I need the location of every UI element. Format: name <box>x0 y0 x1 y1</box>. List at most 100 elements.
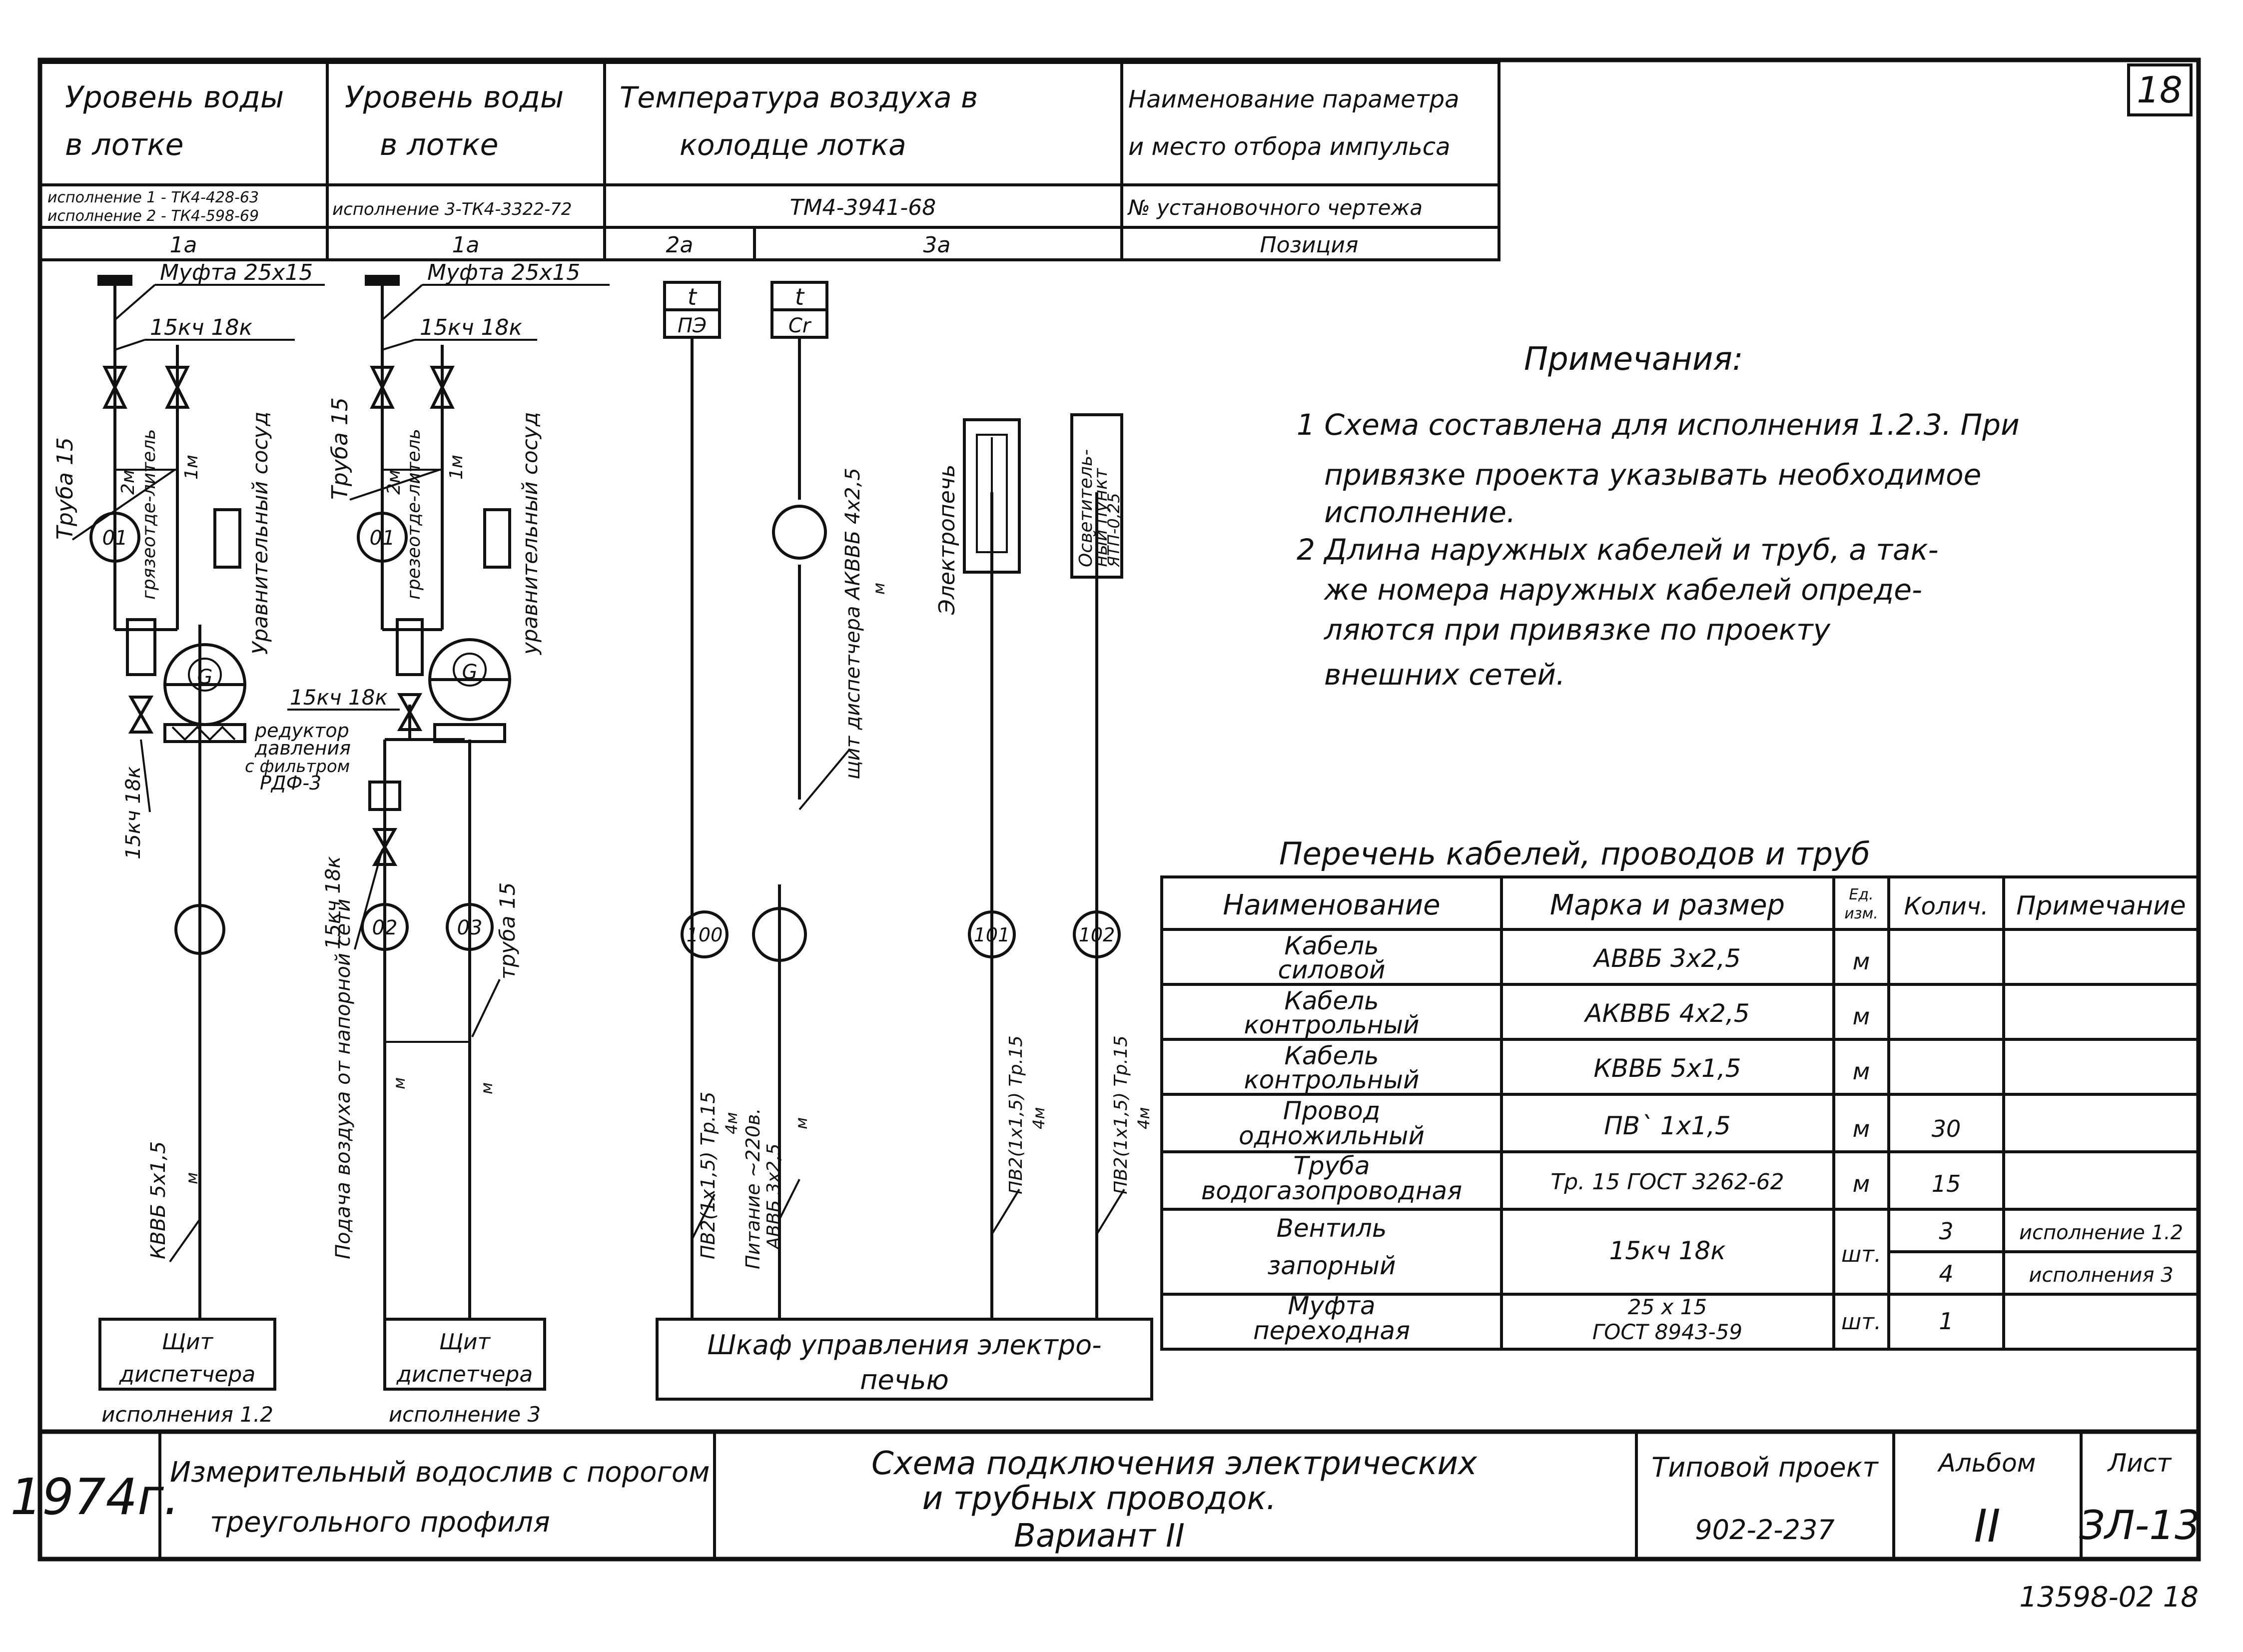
supply-label-2: АВВБ 3х2,5 <box>763 1143 784 1250</box>
header-col1-line1: Уровень воды <box>65 80 284 115</box>
header-col2-line2: в лотке <box>380 127 499 162</box>
leader-coupling2 <box>381 284 423 321</box>
pressure-reducer <box>368 781 401 811</box>
lighting-label-1: Осветитель- <box>1076 449 1096 567</box>
object-title-1: Измерительный водослив с порогом <box>170 1456 710 1489</box>
valve-row-name1: Вентиль <box>1277 1214 1387 1243</box>
sediment-trap-2 <box>396 618 424 676</box>
board2-line1: Щит <box>439 1329 491 1355</box>
instrument-02-circle <box>361 903 409 951</box>
lighting-label-3: ЯТП-0,25 <box>1104 493 1123 568</box>
gauge-base <box>163 723 246 743</box>
table-row: Труба водогазопроводная Тр. 15 ГОСТ 3262… <box>1201 1151 1961 1205</box>
leader-cable102 <box>1096 1188 1125 1235</box>
row1-name1: Кабель <box>1284 931 1379 960</box>
supply-label-1: Питание ~220в. <box>742 1108 764 1269</box>
row5-mark: Тр. 15 ГОСТ 3262-62 <box>1550 1169 1784 1195</box>
gauge-g-mark: G <box>197 666 213 689</box>
valve-symbol-1a <box>102 366 127 391</box>
pipe-unit-col2: м <box>477 1082 496 1094</box>
col-header-unit-2: изм. <box>1844 905 1878 922</box>
cr-mark: Cr <box>788 314 812 337</box>
title-block <box>40 1429 2199 1559</box>
length-1m-label-2: 1м <box>446 455 467 480</box>
note-line-7: внешних сетей. <box>1324 658 1565 692</box>
header-col3-position-a: 2а <box>666 232 694 258</box>
length-2m-label: 2м <box>118 470 138 495</box>
dispatcher-board-2 <box>383 1318 546 1391</box>
note-line-6: ляются при привязке по проекту <box>1324 613 1831 647</box>
notes-title: Примечания: <box>1524 341 1743 378</box>
valve-symbol-1b <box>102 384 127 409</box>
leader-pipe1 <box>71 469 176 541</box>
table-row: Кабель контрольный КВВБ 5х1,5 м <box>1244 1041 1870 1094</box>
table-row: Провод одножильный ПВ` 1х1,5 м 30 <box>1239 1096 1961 1150</box>
leader-cable101 <box>991 1188 1020 1235</box>
cable-kvvb-unit: м <box>182 1172 201 1184</box>
air-supply-unit: м <box>390 1077 409 1089</box>
drawing-title-3: Вариант II <box>1014 1518 1185 1555</box>
reducer-label-1: редуктор <box>254 720 349 742</box>
header-col3-drawing: ТМ4-3941-68 <box>790 195 936 220</box>
header-table <box>38 61 1500 261</box>
board1-caption: исполнения 1.2 <box>101 1402 273 1427</box>
row5-name2: водогазопроводная <box>1201 1176 1462 1205</box>
cable101-label: ПВ2(1х1,5) Тр.15 <box>1006 1035 1026 1194</box>
valve-row-mark: 15кч 18к <box>1609 1236 1725 1265</box>
valve-symbol-2e <box>397 693 423 716</box>
header-col3-line2: колодце лотка <box>680 128 906 162</box>
valve-low2-label: 15кч 18к <box>322 856 345 949</box>
valve-symbol-2g <box>372 828 398 850</box>
coupling-row-mark1: 25 х 15 <box>1628 1295 1707 1319</box>
valve-symbol-1d <box>165 384 190 409</box>
coupling-row-mark2: ГОСТ 8943-59 <box>1592 1320 1742 1344</box>
valve-symbol-2d <box>430 384 455 409</box>
cabinet-line1: Шкаф управления электро- <box>707 1329 1101 1361</box>
coupling1-label: Муфта 25х15 <box>160 260 313 285</box>
row3-mark: КВВБ 5х1,5 <box>1593 1054 1741 1083</box>
length-1m-label: 1м <box>181 455 202 480</box>
vessel1-label: Уравнительный сосуд <box>248 412 272 655</box>
valve-symbol-1c <box>165 366 190 391</box>
length-2m-label-2: 2м <box>384 470 404 495</box>
leader-cable-kvvb <box>169 1218 201 1263</box>
valve-symbol-2f <box>397 709 423 731</box>
row3-name1: Кабель <box>1284 1041 1379 1070</box>
valve-row-note1: исполнение 1.2 <box>2019 1221 2183 1244</box>
row4-name2: одножильный <box>1239 1121 1425 1150</box>
note-line-1: 1 Схема составлена для исполнения 1.2.3.… <box>1297 408 2020 442</box>
sheet-number-box <box>2127 63 2193 116</box>
row1-unit: м <box>1853 948 1870 975</box>
board-line-unit: м <box>869 583 888 595</box>
instrument-102-number: 102 <box>1079 924 1115 946</box>
note-line-4: 2 Длина наружных кабелей и труб, а так- <box>1297 533 1939 567</box>
header-col4-line1: Наименование параметра <box>1128 85 1460 113</box>
row5-name1: Труба <box>1293 1151 1370 1180</box>
equalizing-vessel-2 <box>483 508 511 569</box>
cable101-length: 4м <box>1029 1107 1048 1130</box>
header-col2-drawing: исполнение 3-ТК4-3322-72 <box>332 199 572 219</box>
row4-unit: м <box>1853 1115 1870 1142</box>
instrument-circle-temp <box>772 505 827 560</box>
gauge-base-2 <box>433 723 506 743</box>
sediment-trap-label: грязеотде-литель <box>139 429 159 600</box>
object-title-2: треугольного профиля <box>210 1506 550 1539</box>
leader-valve-low2 <box>354 849 383 950</box>
col-header-name: Наименование <box>1223 889 1440 921</box>
valve-row-unit: шт. <box>1841 1242 1881 1267</box>
instrument-101-number: 101 <box>974 924 1010 946</box>
header-col1-drawing1: исполнение 1 - ТК4-428-63 <box>47 189 259 206</box>
row3-name2: контрольный <box>1244 1065 1419 1094</box>
cable102-length: 4м <box>1134 1107 1153 1130</box>
cable-list-title: Перечень кабелей, проводов и труб <box>1279 835 1870 872</box>
supply-unit: м <box>792 1117 811 1129</box>
valve-symbol-2a <box>370 366 395 391</box>
leader-coupling1 <box>114 284 156 321</box>
row3-unit: м <box>1853 1058 1870 1085</box>
leader-valve1 <box>114 339 145 351</box>
instrument-101-circle <box>968 910 1016 958</box>
project-label: Типовой проект <box>1651 1452 1879 1483</box>
header-col4-position: Позиция <box>1260 232 1358 258</box>
cabinet-line2: печью <box>860 1364 949 1396</box>
archive-number: 13598-02 18 <box>2019 1581 2199 1614</box>
